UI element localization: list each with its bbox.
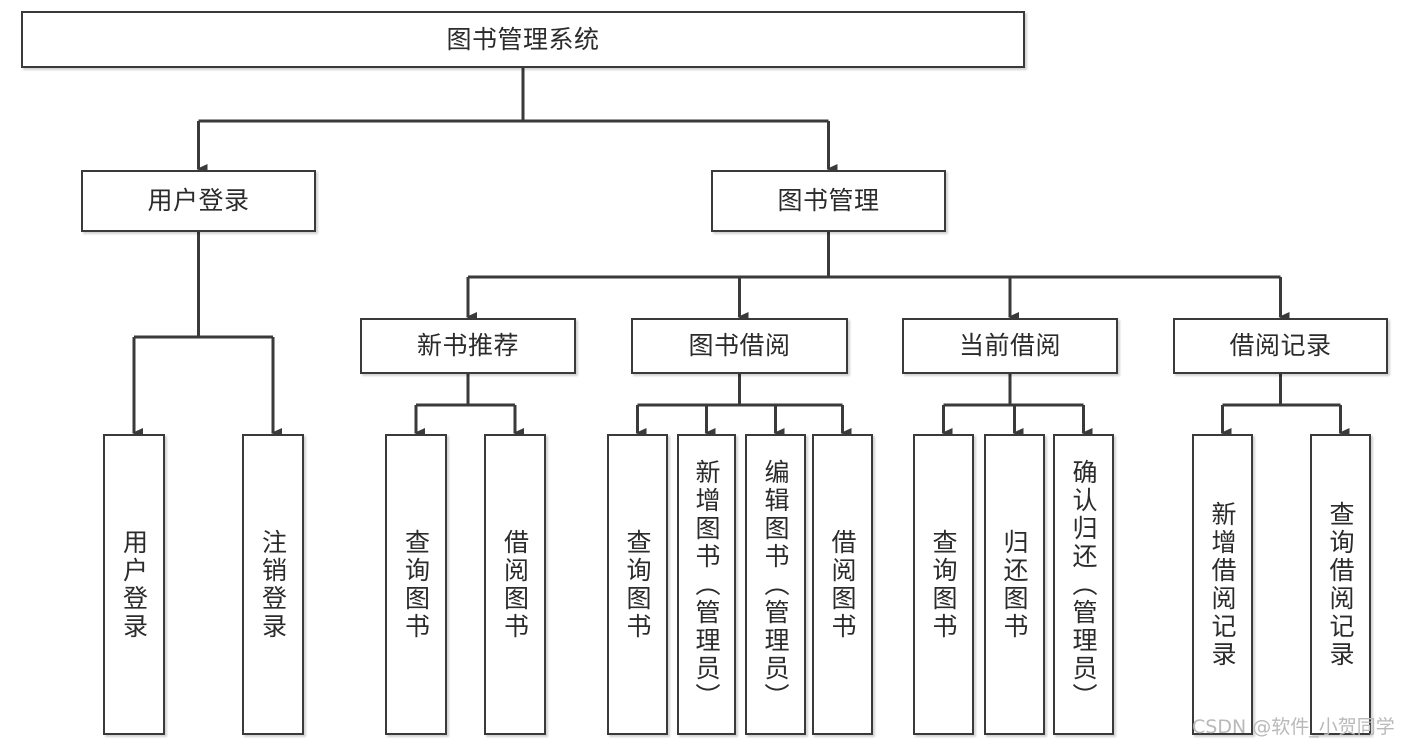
node-label: 查询图书	[929, 528, 958, 641]
node-label: 查询图书	[401, 528, 431, 641]
node-leaf-add-record[interactable]: 新增借阅记录	[1192, 434, 1253, 735]
node-label: 图书借阅	[688, 331, 791, 360]
node-borrow-record[interactable]: 借阅记录	[1173, 318, 1388, 374]
node-root[interactable]: 图书管理系统	[21, 11, 1025, 68]
node-leaf-borrow-book-2[interactable]: 借阅图书	[812, 434, 873, 735]
node-label: 用户登录	[119, 528, 149, 641]
node-label: 用户登录	[147, 186, 250, 215]
node-leaf-query-record[interactable]: 查询借阅记录	[1310, 434, 1371, 735]
node-label: 新增图书（管理员）	[692, 458, 721, 711]
node-user-login[interactable]: 用户登录	[81, 170, 316, 232]
node-current-borrow[interactable]: 当前借阅	[902, 318, 1118, 374]
node-label: 确认归还（管理员）	[1069, 458, 1098, 711]
node-leaf-add-book[interactable]: 新增图书（管理员）	[677, 434, 736, 735]
node-label: 查询借阅记录	[1326, 500, 1355, 669]
node-leaf-user-login[interactable]: 用户登录	[103, 434, 165, 735]
node-new-book-rec[interactable]: 新书推荐	[360, 318, 576, 374]
node-leaf-borrow-book-1[interactable]: 借阅图书	[484, 434, 546, 735]
node-label: 借阅记录	[1229, 331, 1332, 360]
node-label: 图书管理系统	[446, 24, 600, 54]
node-label: 归还图书	[1000, 528, 1029, 641]
node-leaf-confirm-return[interactable]: 确认归还（管理员）	[1053, 434, 1114, 735]
node-label: 新增借阅记录	[1208, 500, 1237, 669]
node-leaf-query-book-3[interactable]: 查询图书	[913, 434, 974, 735]
node-label: 编辑图书（管理员）	[761, 458, 790, 711]
node-leaf-edit-book[interactable]: 编辑图书（管理员）	[745, 434, 806, 735]
node-label: 借阅图书	[500, 528, 530, 641]
node-leaf-query-book-1[interactable]: 查询图书	[385, 434, 447, 735]
node-label: 注销登录	[258, 528, 288, 641]
node-leaf-user-logout[interactable]: 注销登录	[242, 434, 304, 735]
node-label: 借阅图书	[828, 528, 857, 641]
node-book-borrow[interactable]: 图书借阅	[631, 318, 848, 374]
node-leaf-return-book[interactable]: 归还图书	[984, 434, 1045, 735]
node-book-mgmt[interactable]: 图书管理	[711, 170, 946, 232]
node-label: 新书推荐	[416, 331, 519, 360]
node-label: 查询图书	[623, 528, 652, 641]
node-leaf-query-book-2[interactable]: 查询图书	[607, 434, 668, 735]
node-label: 图书管理	[777, 186, 880, 215]
node-label: 当前借阅	[958, 331, 1061, 360]
